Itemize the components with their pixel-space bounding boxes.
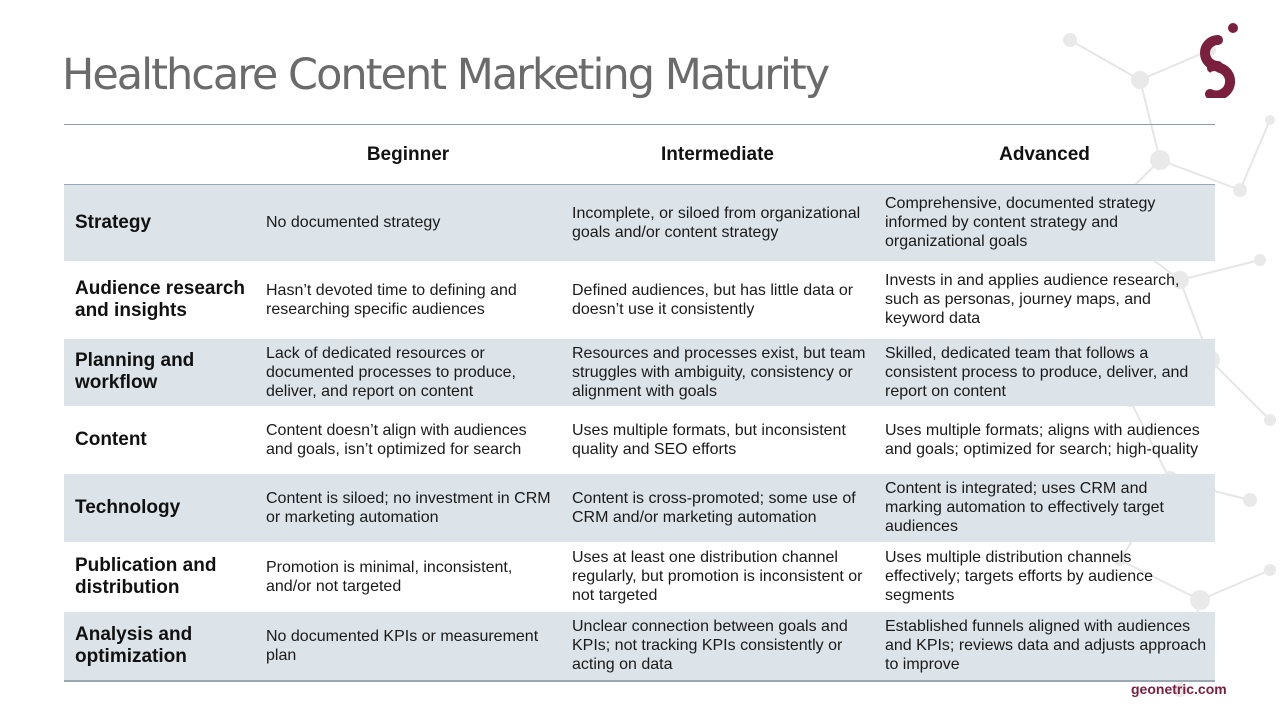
header-empty	[64, 125, 255, 185]
footer-website-link[interactable]: geonetric.com	[1131, 681, 1227, 697]
cell-advanced: Uses multiple distribution channels effe…	[885, 549, 1154, 604]
cell-beginner: Lack of dedicated resources or documente…	[255, 338, 561, 406]
table-row: Planning and workflow Lack of dedicated …	[64, 338, 1215, 406]
maturity-table-container: Beginner Intermediate Advanced Strategy …	[64, 125, 1215, 682]
row-label: Planning and workflow	[64, 338, 255, 406]
cell-advanced: Invests in and applies audience research…	[885, 272, 1180, 327]
cell-intermediate: Content is cross-promoted; some use of C…	[561, 473, 874, 542]
table-row: Audience research and insights Hasn’t de…	[64, 261, 1215, 339]
row-label: Strategy	[64, 184, 255, 261]
cell-beginner: No documented strategy	[255, 184, 561, 261]
table-header-row: Beginner Intermediate Advanced	[64, 125, 1215, 185]
page-title: Healthcare Content Marketing Maturity	[62, 50, 830, 100]
cell-intermediate: Incomplete, or siloed from organizationa…	[561, 184, 874, 261]
cell-advanced: Skilled, dedicated team that follows a c…	[874, 338, 1215, 406]
table-row: Content Content doesn’t align with audie…	[64, 406, 1215, 474]
row-label: Technology	[64, 473, 255, 542]
row-label: Analysis and optimization	[64, 611, 255, 682]
header-beginner: Beginner	[255, 125, 561, 185]
cell-beginner: Content doesn’t align with audiences and…	[266, 421, 527, 458]
table-row: Strategy No documented strategy Incomple…	[64, 184, 1215, 261]
header-divider	[64, 124, 1215, 125]
row-label: Publication and distribution	[75, 554, 217, 598]
geonetric-g-logo-icon	[1200, 23, 1238, 98]
cell-intermediate: Uses multiple formats, but inconsistent …	[572, 421, 846, 458]
cell-intermediate: Unclear connection between goals and KPI…	[561, 611, 874, 682]
cell-beginner: Hasn’t devoted time to defining and rese…	[266, 281, 517, 318]
row-label: Audience research and insights	[75, 277, 246, 321]
cell-advanced: Established funnels aligned with audienc…	[874, 611, 1215, 682]
table-row: Publication and distribution Promotion i…	[64, 542, 1215, 612]
cell-beginner: Promotion is minimal, inconsistent, and/…	[266, 558, 513, 595]
row-label: Content	[75, 428, 147, 450]
header-intermediate: Intermediate	[561, 125, 874, 185]
table-row: Technology Content is siloed; no investm…	[64, 473, 1215, 542]
cell-intermediate: Uses at least one distribution channel r…	[572, 549, 863, 604]
header-advanced: Advanced	[874, 125, 1215, 185]
cell-advanced: Content is integrated; uses CRM and mark…	[874, 473, 1215, 542]
cell-intermediate: Resources and processes exist, but team …	[561, 338, 874, 406]
cell-beginner: Content is siloed; no investment in CRM …	[255, 473, 561, 542]
cell-beginner: No documented KPIs or measurement plan	[255, 611, 561, 682]
cell-intermediate: Defined audiences, but has little data o…	[572, 281, 854, 318]
cell-advanced: Uses multiple formats; aligns with audie…	[885, 421, 1200, 458]
cell-advanced: Comprehensive, documented strategy infor…	[874, 184, 1215, 261]
table-row: Analysis and optimization No documented …	[64, 611, 1215, 682]
maturity-table: Beginner Intermediate Advanced Strategy …	[64, 125, 1215, 682]
